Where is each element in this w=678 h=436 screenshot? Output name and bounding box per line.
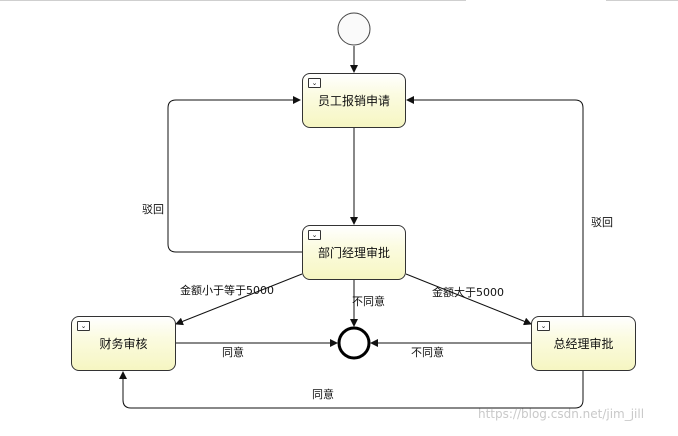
watermark-text: https://blog.csdn.net/jim_jill [478,407,645,421]
task-general-manager[interactable]: ⌄ 总经理审批 [531,316,636,371]
task-label: 财务审核 [99,337,148,351]
end-event[interactable] [337,326,371,360]
user-task-icon: ⌄ [537,321,550,331]
label-agree-bottom: 同意 [312,388,334,401]
task-label: 总经理审批 [553,337,614,351]
edge-gm-reject-to-request [406,96,584,317]
label-agree-finance: 同意 [222,346,244,359]
label-amount-gt-5000: 金额大于5000 [432,286,504,299]
user-task-icon: ⌄ [308,78,321,88]
user-task-icon: ⌄ [77,321,90,331]
user-task-icon: ⌄ [308,230,321,240]
label-reject-right: 驳回 [591,216,613,229]
start-event[interactable] [337,12,371,46]
top-border-left [0,0,466,1]
edge-dept-to-gm [405,273,532,326]
edge-gm-agree-to-finance [119,370,584,409]
task-employee-request[interactable]: ⌄ 员工报销申请 [302,73,406,128]
top-border-right [606,0,678,1]
task-dept-manager[interactable]: ⌄ 部门经理审批 [302,225,406,280]
edge-dept-reject-to-request [167,96,302,253]
label-amount-le-5000: 金额小于等于5000 [180,284,274,297]
task-label: 部门经理审批 [317,246,390,260]
label-disagree-center: 不同意 [352,295,385,308]
task-finance[interactable]: ⌄ 财务审核 [71,316,176,371]
task-label: 员工报销申请 [317,94,390,108]
label-disagree-right: 不同意 [411,346,444,359]
edge-dept-to-finance [175,273,303,326]
label-reject-left: 驳回 [142,203,164,216]
